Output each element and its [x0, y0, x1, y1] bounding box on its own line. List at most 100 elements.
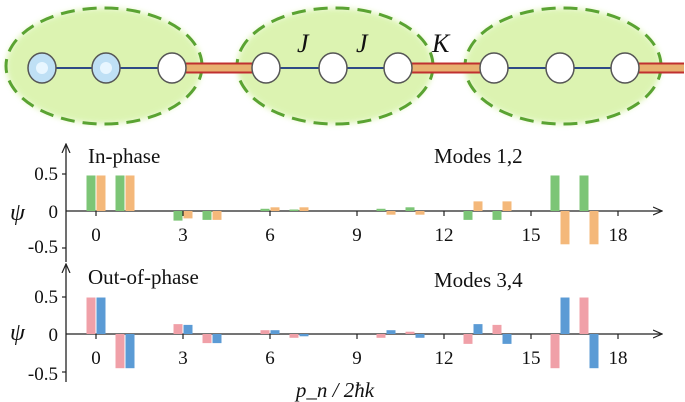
- bar-s0-x3: [173, 324, 183, 334]
- bar-s1-x13: [473, 201, 483, 211]
- y-tick-label-bottom: -0.5: [28, 237, 58, 258]
- bar-s0-x16: [550, 175, 560, 211]
- coupling-label-j2: J: [356, 29, 369, 58]
- bar-s0-x17: [579, 175, 589, 211]
- y-tick-label-bottom: -0.5: [28, 364, 58, 385]
- bar-s0-x14: [492, 211, 502, 220]
- chart-in-phase: ψ 0.5 0 -0.5 In-phase Modes 1,2 0 3 6 9 12 15…: [10, 144, 662, 262]
- sites: [27, 52, 640, 84]
- site-6: [479, 52, 509, 84]
- x-tick-label-3: 3: [178, 225, 188, 246]
- bar-s0-x4: [202, 211, 212, 220]
- panel-title: Out-of-phase: [88, 265, 199, 289]
- link-2-3: [411, 62, 481, 74]
- bar-s1-x7: [299, 207, 309, 211]
- bar-s1-x1: [125, 175, 135, 211]
- bar-s0-x13: [463, 211, 473, 220]
- bar-s0-x3: [173, 211, 183, 221]
- bar-s0-x14: [492, 324, 502, 334]
- x-tick-label-15: 15: [522, 348, 541, 369]
- bar-s0-x10: [376, 334, 386, 338]
- x-tick-label-0: 0: [91, 225, 101, 246]
- bar-s1-x11: [415, 211, 425, 215]
- bar-s0-x0: [86, 175, 96, 211]
- bar-s0-x11: [405, 331, 415, 334]
- inter-cell-links: [186, 62, 684, 74]
- x-tick-label-9: 9: [352, 348, 362, 369]
- bar-s1-x3: [183, 211, 193, 219]
- x-tick-label-3: 3: [178, 348, 188, 369]
- modes-annotation: Modes 3,4: [434, 268, 523, 292]
- bar-s0-x10: [376, 208, 386, 211]
- x-tick-label-18: 18: [609, 348, 628, 369]
- bar-s0-x7: [289, 334, 299, 338]
- x-tick-label-12: 12: [435, 225, 454, 246]
- bar-s1-x13: [473, 324, 483, 334]
- bar-s1-x0: [96, 175, 106, 211]
- bar-s1-x10: [386, 330, 396, 334]
- x-axis-label: p_n / 2ħk: [294, 378, 375, 402]
- site-8: [610, 52, 640, 84]
- site-3: [251, 52, 281, 84]
- bar-s1-x16: [560, 297, 570, 334]
- chart-out-of-phase: ψ 0.5 0 -0.5 Out-of-phase Modes 3,4 0 3 6 9…: [10, 264, 662, 402]
- panel-title: In-phase: [88, 144, 160, 168]
- bar-s1-x4: [212, 334, 222, 344]
- site-5: [383, 52, 413, 84]
- modes-annotation: Modes 1,2: [434, 144, 523, 168]
- site-2: [157, 52, 187, 84]
- bars: [86, 297, 599, 369]
- link-3-out: [638, 62, 684, 74]
- bar-s0-x1: [115, 175, 125, 211]
- bar-s0-x17: [579, 297, 589, 334]
- bar-s1-x10: [386, 211, 396, 215]
- bar-s1-x0: [96, 297, 106, 334]
- bar-s0-x6: [260, 208, 270, 211]
- x-tick-label-15: 15: [522, 225, 541, 246]
- site-7: [545, 52, 575, 84]
- bar-s1-x17: [589, 211, 599, 245]
- x-tick-label-6: 6: [265, 225, 275, 246]
- bar-s0-x4: [202, 334, 212, 344]
- chain-diagram: J J K: [4, 6, 684, 126]
- bar-s1-x6: [270, 330, 280, 334]
- bar-s1-x6: [270, 207, 280, 211]
- x-tick-label-0: 0: [91, 348, 101, 369]
- site-4: [318, 52, 348, 84]
- bar-s1-x7: [299, 334, 309, 337]
- link-1-2: [186, 62, 254, 74]
- x-ticks: 0 3 6 9 12 15 18: [91, 334, 628, 369]
- filled-site-1: [91, 52, 121, 84]
- x-tick-label-12: 12: [435, 348, 454, 369]
- coupling-label-k: K: [431, 29, 451, 58]
- x-tick-label-9: 9: [352, 225, 362, 246]
- bar-s0-x0: [86, 297, 96, 334]
- bar-s0-x13: [463, 334, 473, 344]
- bar-s0-x16: [550, 334, 560, 369]
- bar-s1-x1: [125, 334, 135, 369]
- y-tick-label-top: 0.5: [34, 164, 58, 185]
- bar-s1-x4: [212, 211, 222, 220]
- bar-s1-x11: [415, 334, 425, 338]
- x-tick-label-6: 6: [265, 348, 275, 369]
- coupling-label-j1: J: [297, 29, 310, 58]
- bars: [86, 175, 599, 245]
- y-tick-label-top: 0.5: [34, 287, 58, 308]
- bar-s1-x14: [502, 201, 512, 211]
- bar-s1-x14: [502, 334, 512, 344]
- bar-s1-x3: [183, 324, 193, 334]
- y-axis-label: ψ: [10, 320, 26, 346]
- y-tick-label-zero: 0: [49, 325, 59, 346]
- filled-site-0: [27, 52, 57, 84]
- bar-s1-x16: [560, 211, 570, 245]
- bar-s0-x6: [260, 330, 270, 334]
- x-tick-label-18: 18: [609, 225, 628, 246]
- bar-s0-x11: [405, 207, 415, 211]
- y-axis-label: ψ: [10, 200, 26, 226]
- bar-s0-x7: [289, 209, 299, 211]
- x-ticks: 0 3 6 9 12 15 18: [91, 211, 628, 246]
- bar-s1-x17: [589, 334, 599, 369]
- y-tick-label-zero: 0: [49, 202, 59, 223]
- bar-s0-x1: [115, 334, 125, 369]
